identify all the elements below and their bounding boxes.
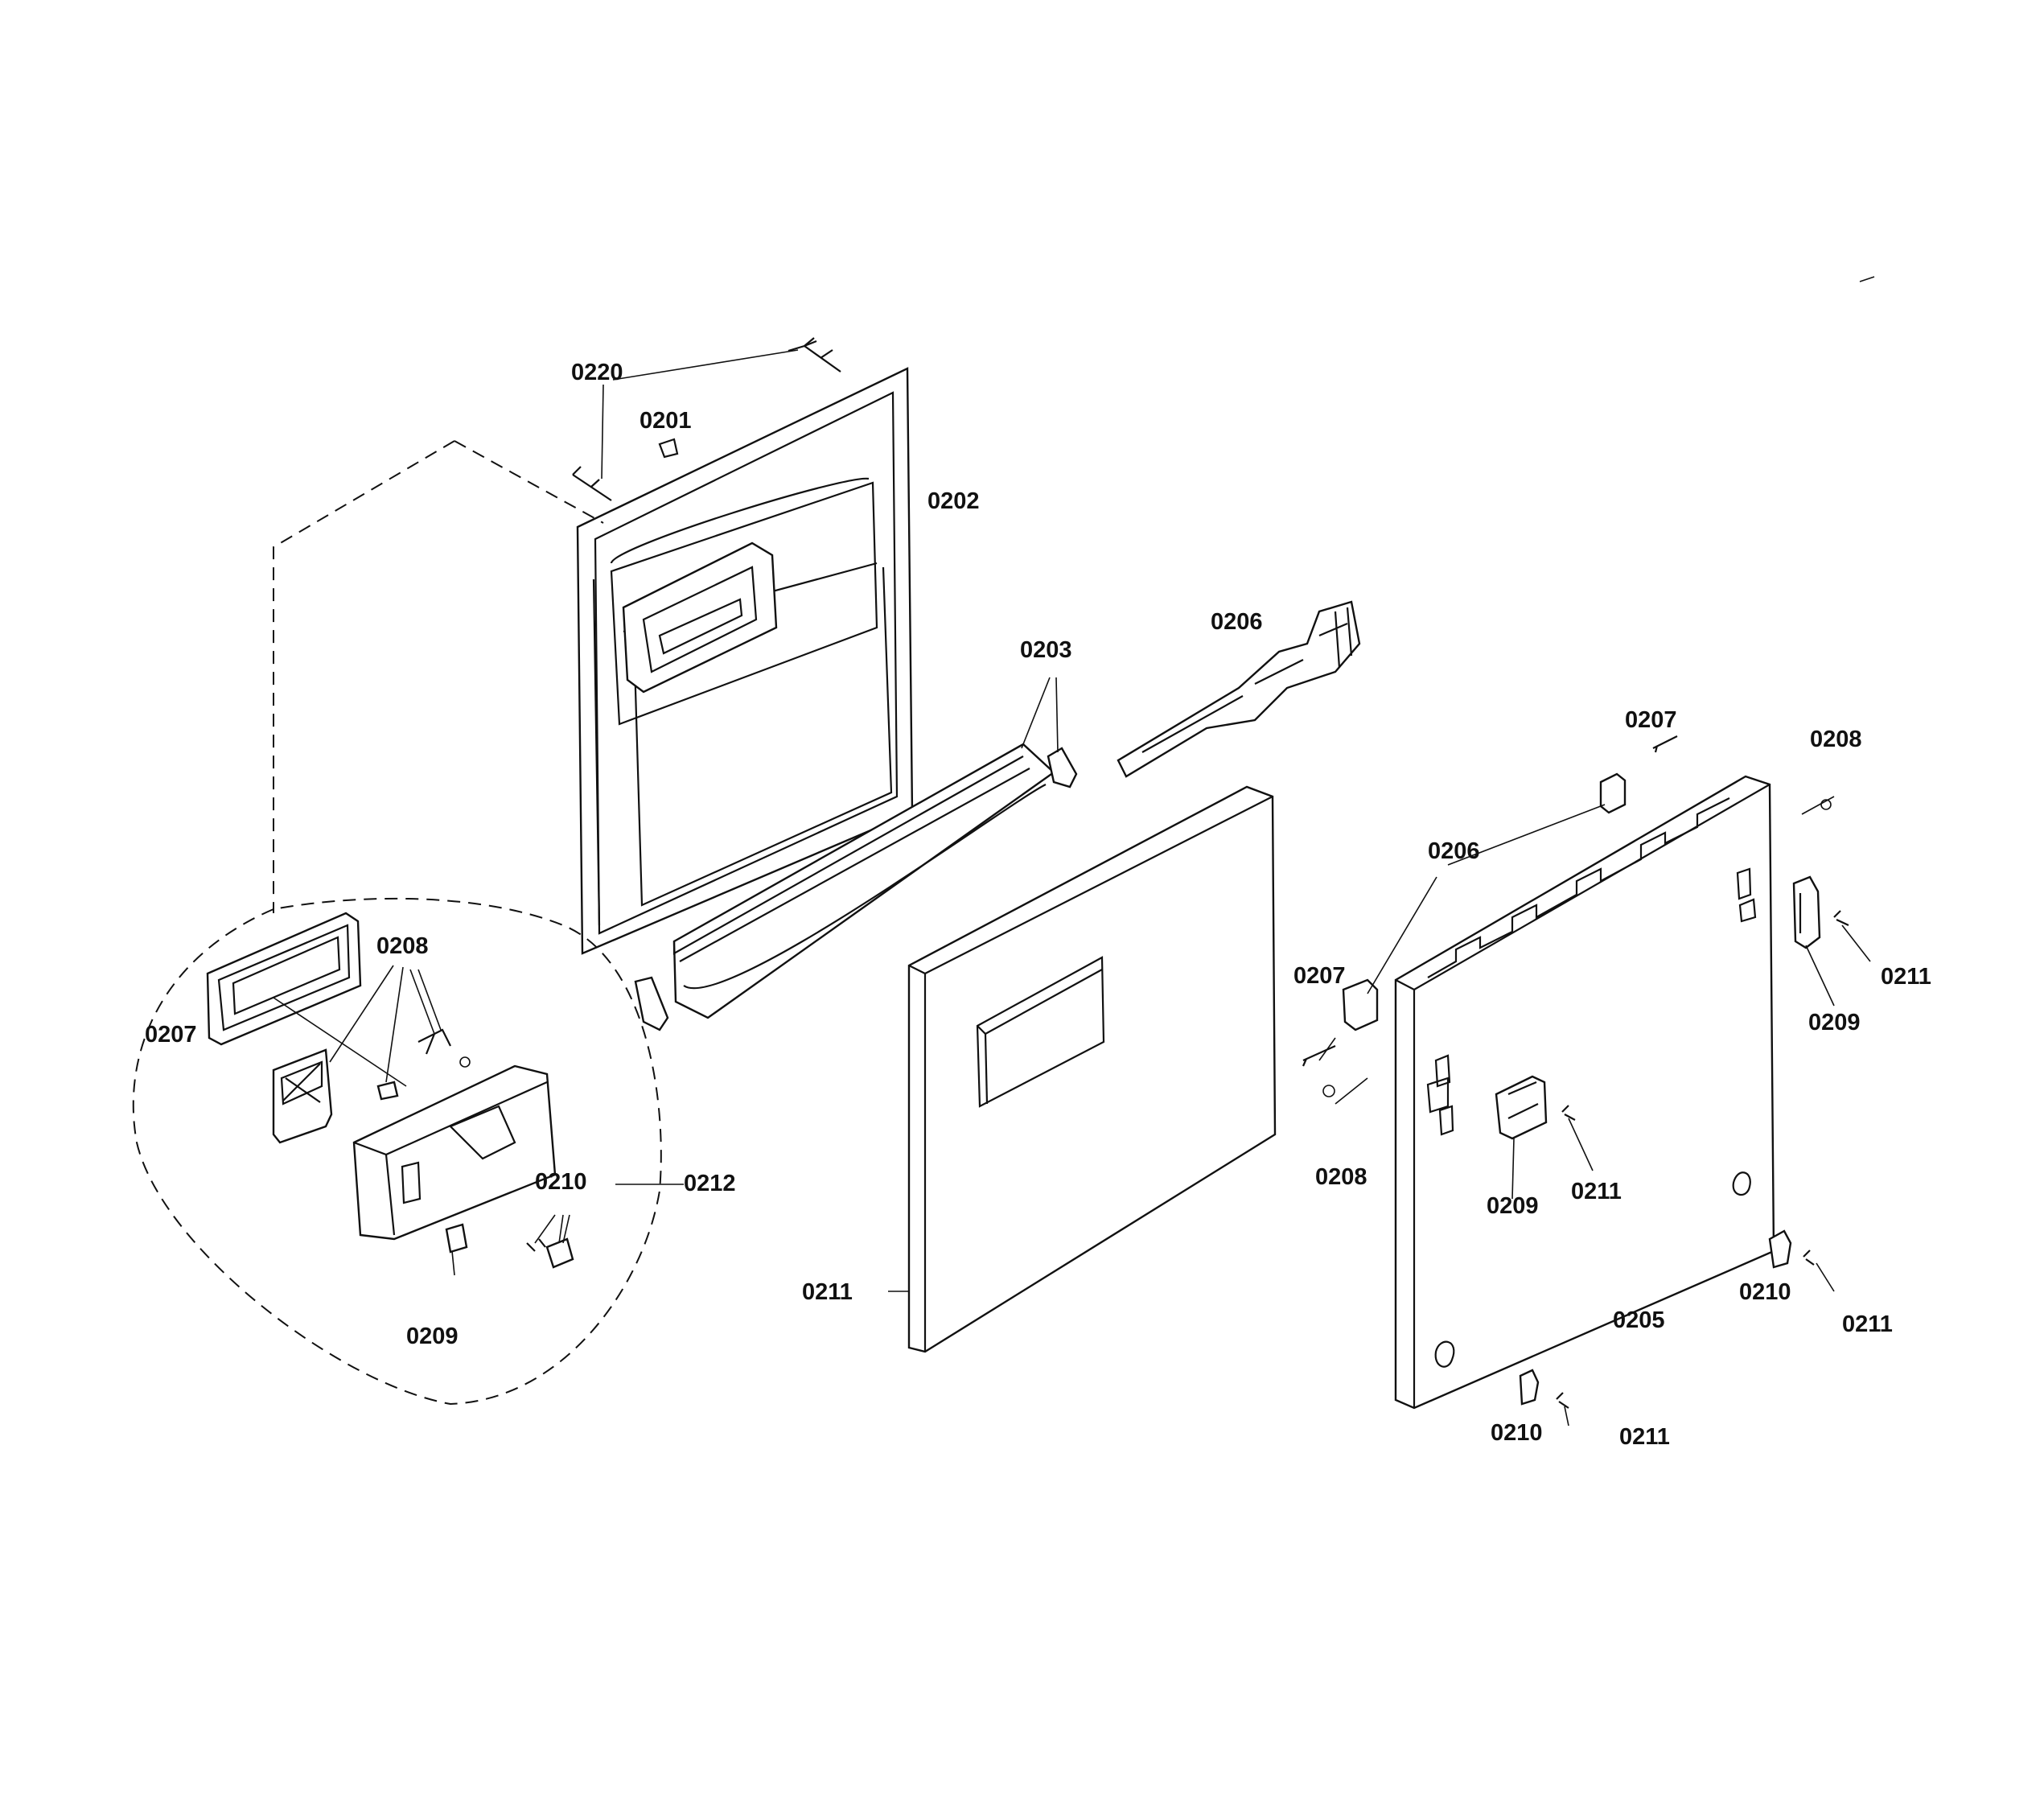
part-label-0205: 0205 <box>1613 1307 1665 1333</box>
part-label-0210: 0210 <box>1739 1279 1791 1305</box>
part-label-0212: 0212 <box>684 1171 736 1196</box>
part-label-0203: 0203 <box>1020 637 1072 663</box>
front-panel <box>1394 775 1775 1410</box>
part-label-0211: 0211 <box>1881 964 1931 990</box>
control-module-assembly <box>132 440 662 1406</box>
part-label-0202: 0202 <box>927 488 980 514</box>
small-screws <box>1302 735 1849 1409</box>
part-label-0208: 0208 <box>1315 1164 1367 1190</box>
part-label-0220: 0220 <box>571 360 623 385</box>
inner-door-liner <box>576 367 914 955</box>
part-label-0206: 0206 <box>1428 838 1480 864</box>
part-label-0207: 0207 <box>145 1022 197 1048</box>
part-label-0211: 0211 <box>1571 1179 1622 1204</box>
top-screws <box>572 337 841 501</box>
outer-door-panel <box>907 785 1277 1353</box>
part-labels: 0220 0201 0202 0203 0206 0207 0208 0206 … <box>145 360 1931 1450</box>
part-label-0208: 0208 <box>1810 727 1862 752</box>
door-seal-strip <box>634 743 1078 1031</box>
part-label-0207: 0207 <box>1625 707 1677 733</box>
part-label-0211: 0211 <box>1619 1424 1670 1450</box>
part-label-0211: 0211 <box>1842 1311 1893 1337</box>
part-label-0209: 0209 <box>406 1324 459 1349</box>
hinge-plates <box>1342 772 1821 1406</box>
part-label-0207: 0207 <box>1293 963 1346 989</box>
part-label-0209: 0209 <box>1808 1010 1861 1035</box>
corner-mark <box>1859 276 1875 282</box>
part-label-0210: 0210 <box>535 1169 587 1195</box>
part-label-0206: 0206 <box>1211 609 1263 635</box>
part-label-0210: 0210 <box>1491 1420 1543 1446</box>
part-label-0211: 0211 <box>802 1279 853 1305</box>
hinge-bracket <box>1117 600 1361 778</box>
part-label-0209: 0209 <box>1487 1193 1539 1219</box>
leader-lines <box>273 349 1871 1427</box>
part-label-0208: 0208 <box>376 933 429 959</box>
part-label-0201: 0201 <box>640 408 692 434</box>
